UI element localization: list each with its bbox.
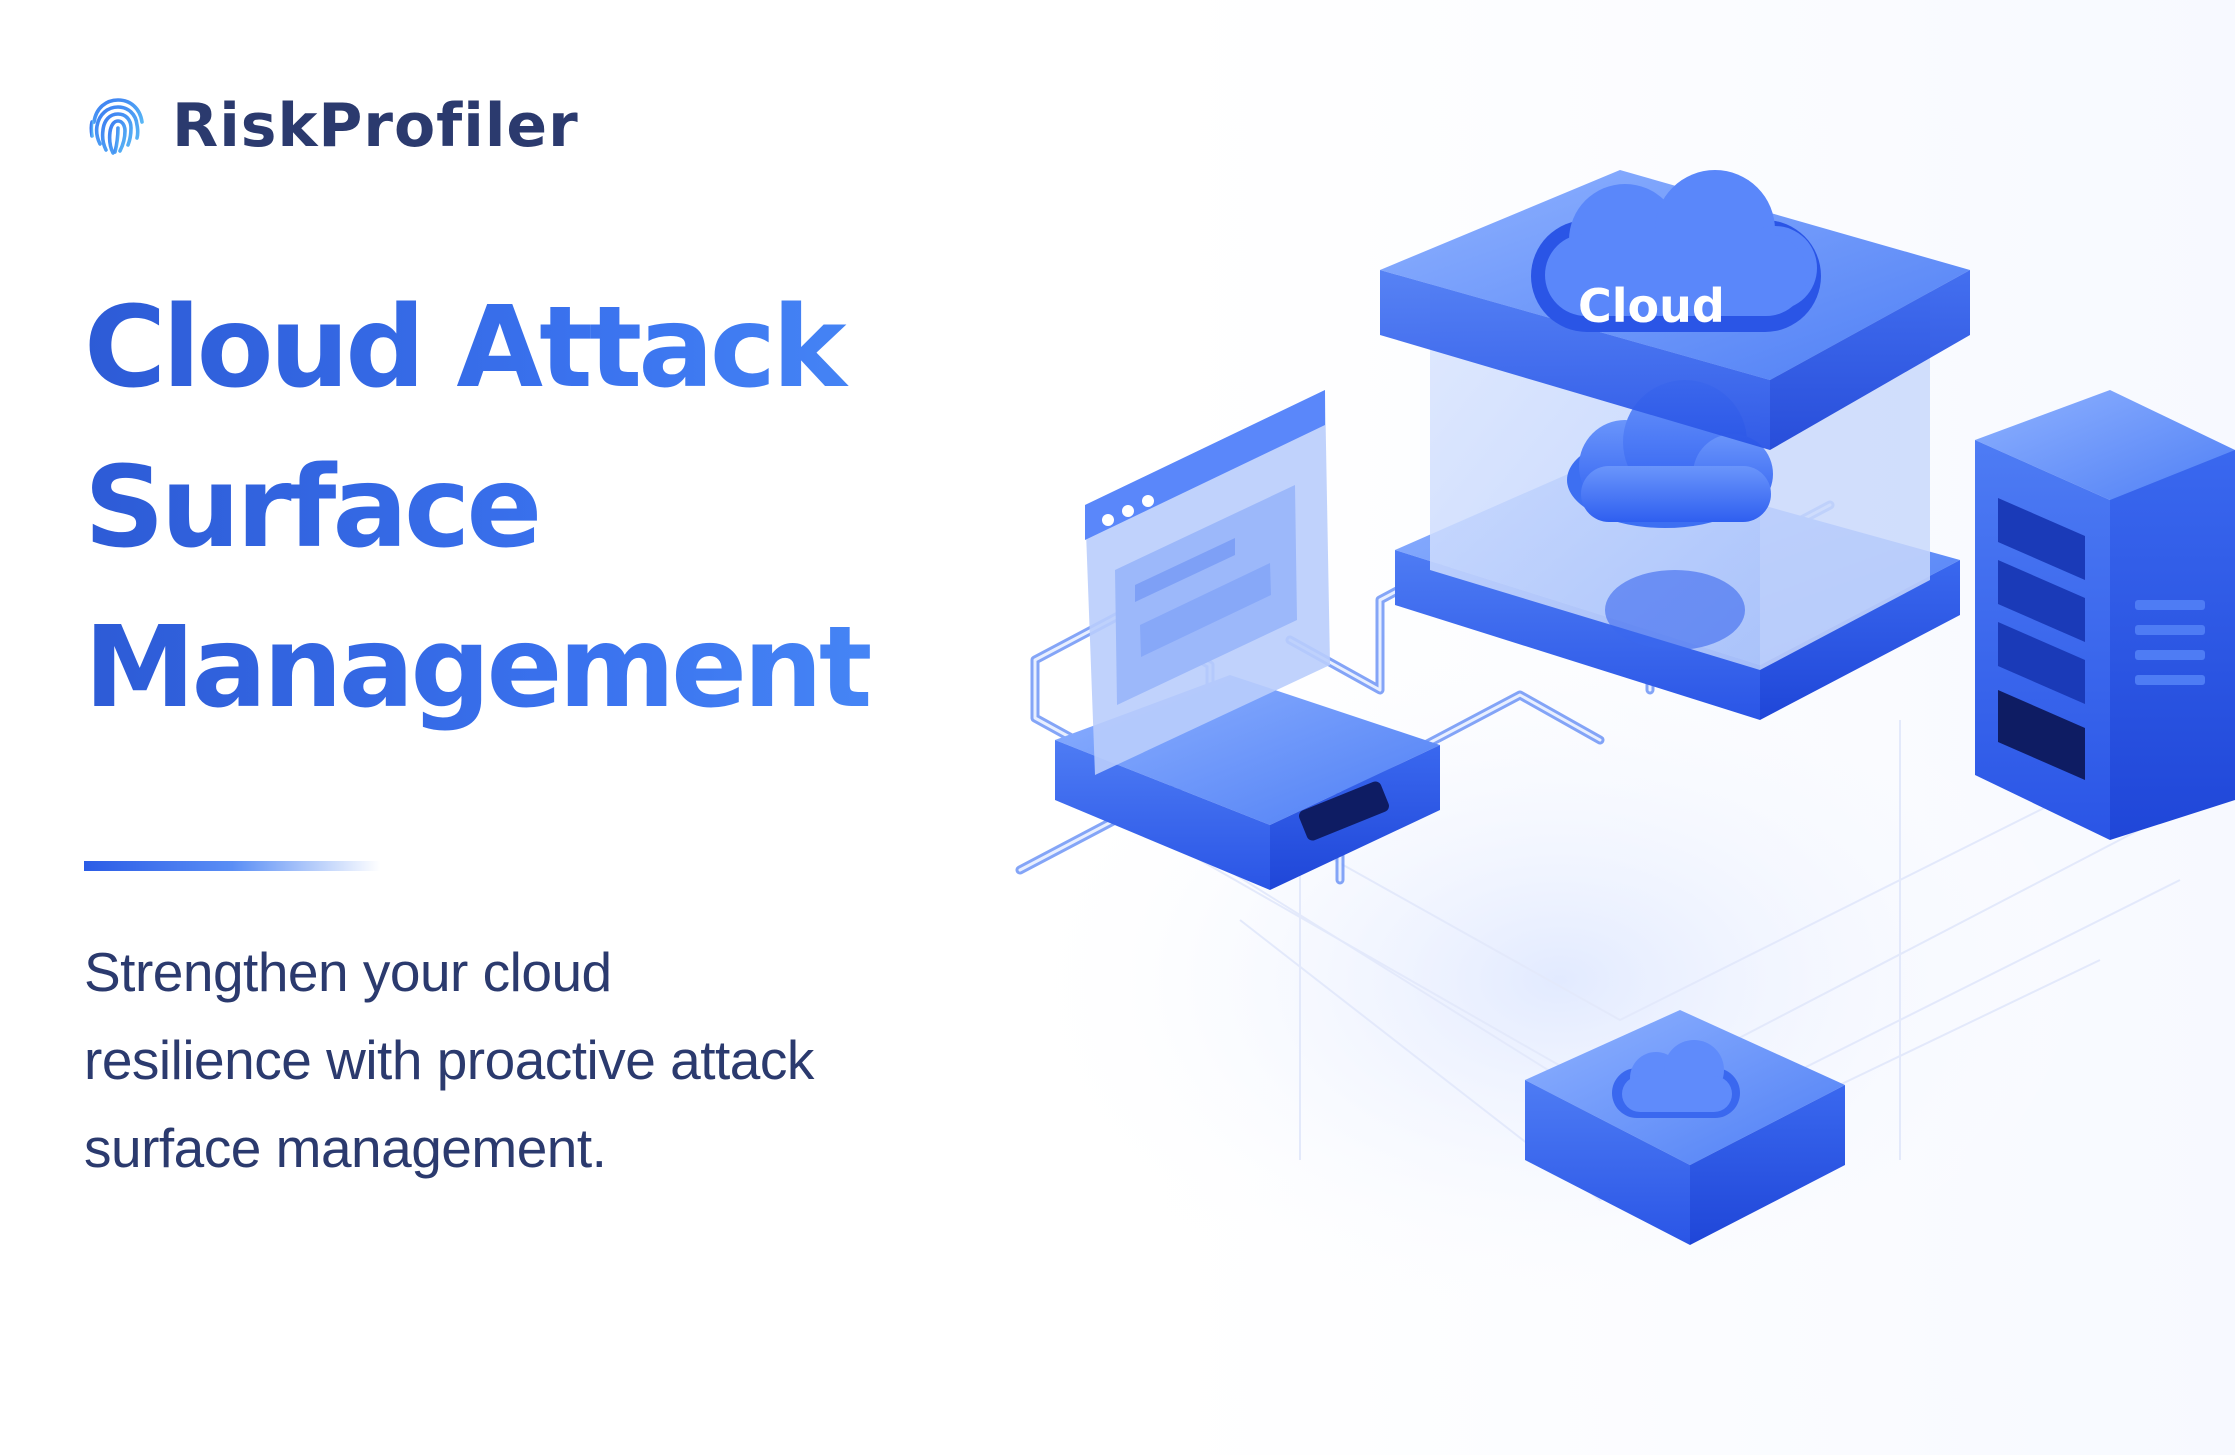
headline-line-3: Management <box>84 588 984 748</box>
top-cloud-icon <box>1531 170 1821 332</box>
fingerprint-icon <box>89 98 144 155</box>
headline-line-2: Surface <box>84 428 984 588</box>
small-cloud-icon <box>1612 1040 1740 1118</box>
subtitle-line-3: surface management. <box>84 1117 607 1179</box>
server-drive-bays <box>1998 498 2085 780</box>
cloud-tower: Cloud <box>1380 170 1970 720</box>
laptop-device <box>1055 390 1440 890</box>
accent-divider <box>84 861 380 871</box>
subtitle-line-2: resilience with proactive attack <box>84 1029 814 1091</box>
server-tower <box>1975 390 2235 840</box>
cloud-block <box>1525 1010 1845 1245</box>
subtitle: Strengthen your cloud resilience with pr… <box>84 928 984 1192</box>
brand-logo: RiskProfiler <box>84 86 579 166</box>
illustration-svg: Cloud <box>1000 170 2235 1340</box>
brand-name: RiskProfiler <box>172 91 579 161</box>
subtitle-line-1: Strengthen your cloud <box>84 941 612 1003</box>
cloud-label: Cloud <box>1578 279 1725 333</box>
headline: Cloud Attack Surface Management <box>84 268 984 748</box>
headline-line-1: Cloud Attack <box>84 268 984 428</box>
server-vents <box>2135 600 2205 685</box>
cloud-infrastructure-illustration: Cloud <box>1000 80 2235 1455</box>
